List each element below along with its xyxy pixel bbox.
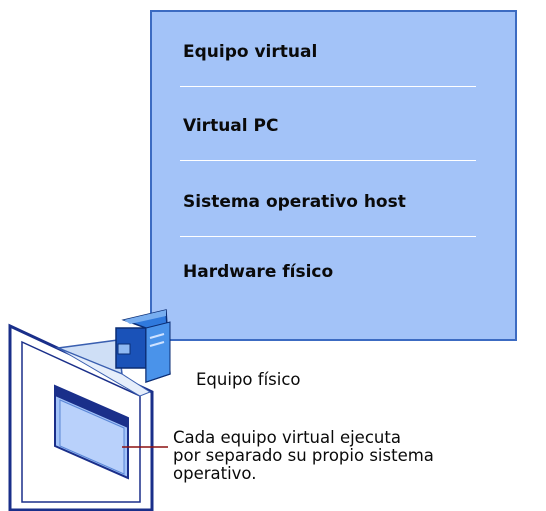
layer-label-virtual-pc: Virtual PC bbox=[183, 116, 279, 136]
layer-divider bbox=[180, 86, 476, 87]
layer-divider bbox=[180, 236, 476, 237]
layer-label-physical-hardware: Hardware físico bbox=[183, 262, 334, 282]
tower-computer-icon bbox=[115, 309, 171, 384]
projection-cone bbox=[55, 339, 152, 397]
layer-label-virtual-machine: Equipo virtual bbox=[183, 42, 318, 62]
layer-label-host-os: Sistema operativo host bbox=[183, 192, 406, 212]
software-stack-box: Equipo virtual Virtual PC Sistema operat… bbox=[150, 10, 517, 341]
note-line: operativo. bbox=[173, 464, 257, 483]
physical-computer-label: Equipo físico bbox=[196, 370, 301, 389]
note-line: Cada equipo virtual ejecuta bbox=[173, 428, 401, 447]
virtual-machine-window bbox=[54, 384, 129, 480]
layer-divider bbox=[180, 160, 476, 161]
virtual-machine-note: Cada equipo virtual ejecuta por separado… bbox=[173, 429, 434, 483]
note-line: por separado su propio sistema bbox=[173, 446, 434, 465]
